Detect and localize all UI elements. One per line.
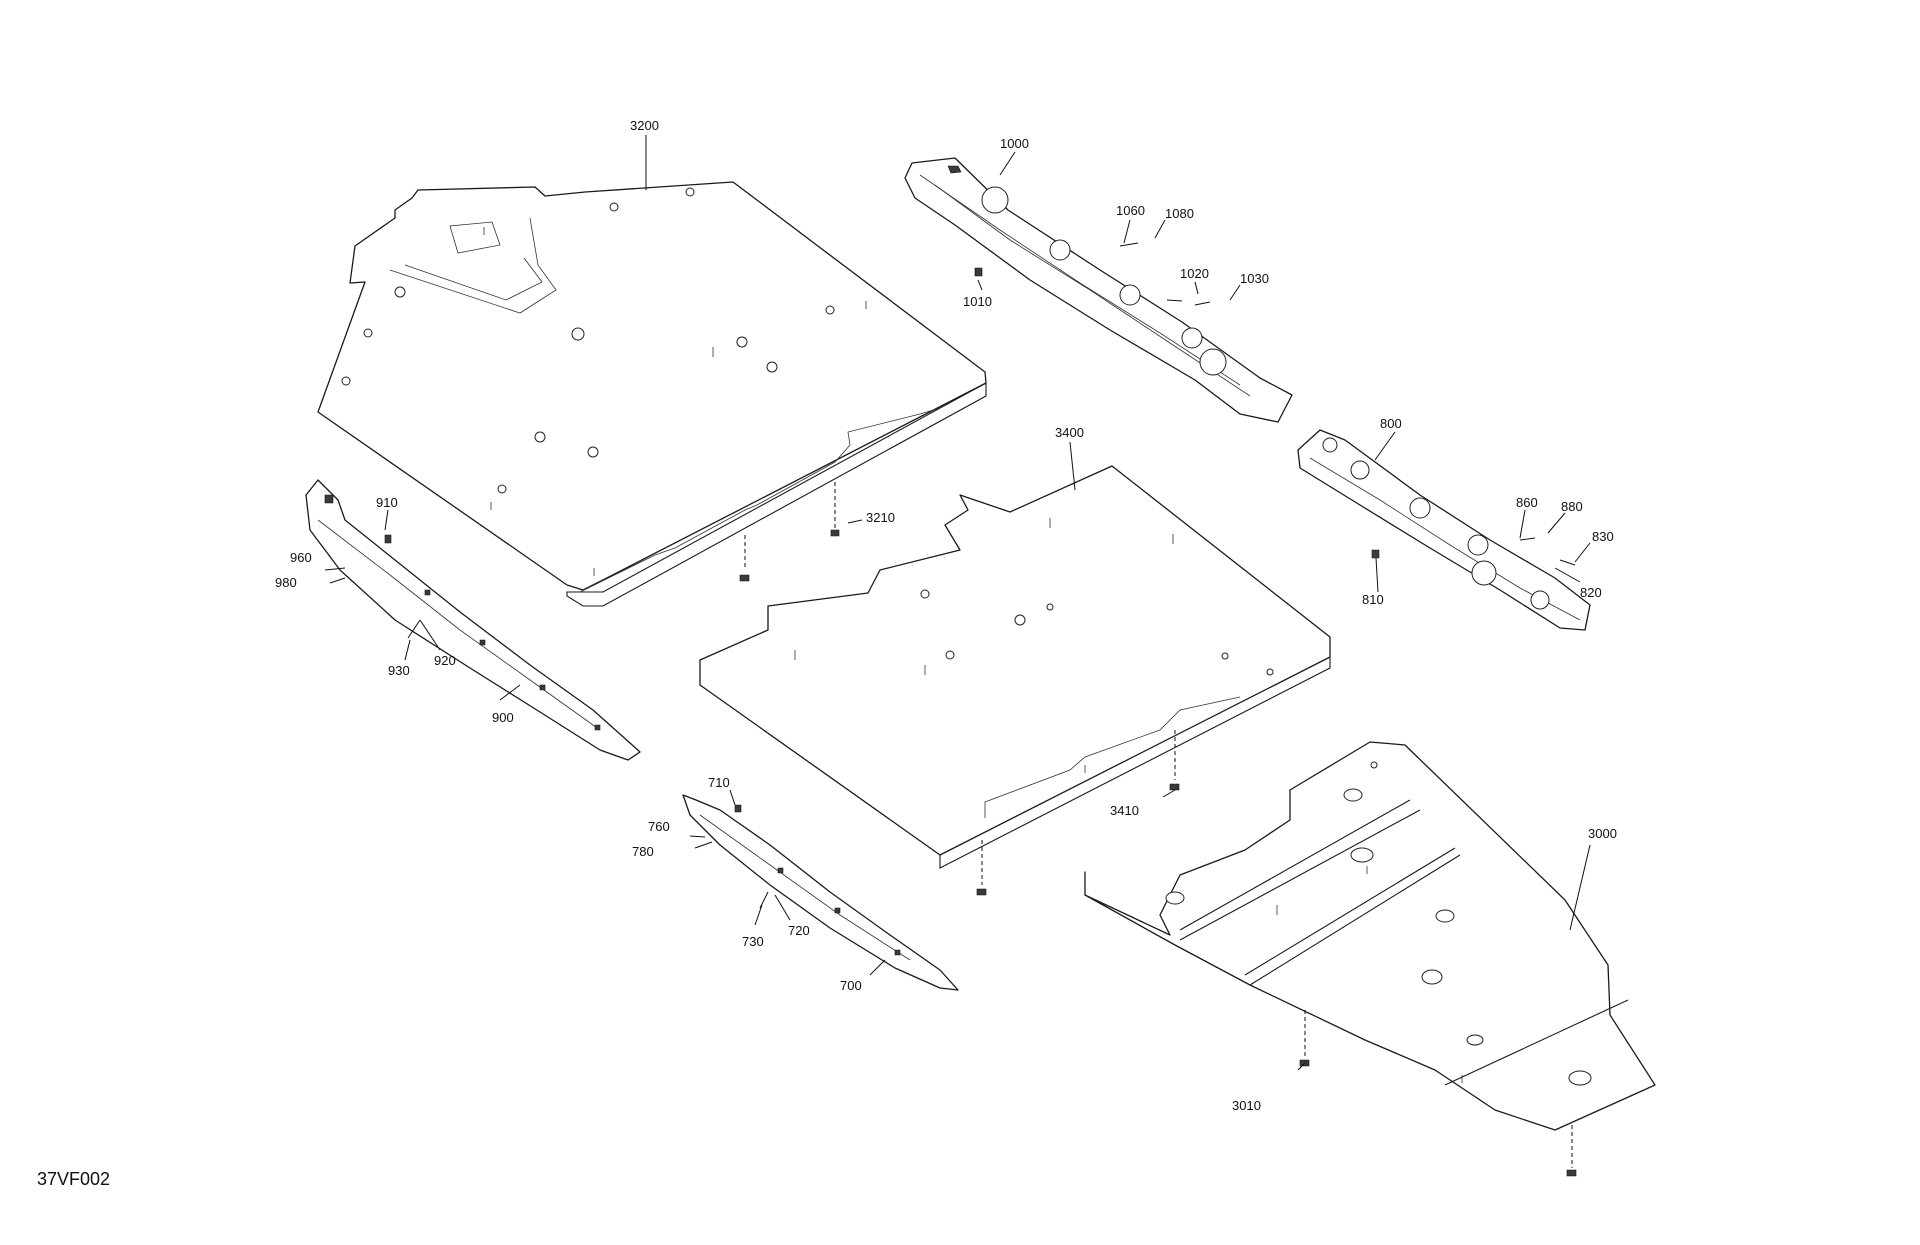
drawing-reference: 37VF002 <box>37 1169 110 1189</box>
label-980: 980 <box>275 575 297 590</box>
label-960: 960 <box>290 550 312 565</box>
panel-3400 <box>699 465 1331 869</box>
label-1060: 1060 <box>1116 203 1145 218</box>
label-720: 720 <box>788 923 810 938</box>
label-810: 810 <box>1362 592 1384 607</box>
label-3000: 3000 <box>1588 826 1617 841</box>
label-920: 920 <box>434 653 456 668</box>
label-800: 800 <box>1380 416 1402 431</box>
label-880: 880 <box>1561 499 1583 514</box>
label-3010: 3010 <box>1232 1098 1261 1113</box>
label-1080: 1080 <box>1165 206 1194 221</box>
panel-3200 <box>317 181 987 607</box>
label-760: 760 <box>648 819 670 834</box>
label-1000: 1000 <box>1000 136 1029 151</box>
label-780: 780 <box>632 844 654 859</box>
fastener-3410b <box>976 888 987 896</box>
label-910: 910 <box>376 495 398 510</box>
label-930: 930 <box>388 663 410 678</box>
fastener-3410 <box>1169 783 1180 791</box>
label-700: 700 <box>840 978 862 993</box>
label-1030: 1030 <box>1240 271 1269 286</box>
panel-3000 <box>1084 741 1656 1131</box>
label-3210: 3210 <box>866 510 895 525</box>
label-860: 860 <box>1516 495 1538 510</box>
rail-1000 <box>904 157 1293 423</box>
label-1010: 1010 <box>963 294 992 309</box>
label-830: 830 <box>1592 529 1614 544</box>
label-3410: 3410 <box>1110 803 1139 818</box>
label-710: 710 <box>708 775 730 790</box>
rail-900 <box>305 479 641 761</box>
label-3400: 3400 <box>1055 425 1084 440</box>
label-900: 900 <box>492 710 514 725</box>
label-730: 730 <box>742 934 764 949</box>
label-3200: 3200 <box>630 118 659 133</box>
rail-800 <box>1297 429 1591 631</box>
label-820: 820 <box>1580 585 1602 600</box>
rail-700 <box>682 794 959 991</box>
fastener-3210b <box>739 574 750 582</box>
fastener-3010b <box>1566 1169 1577 1177</box>
fastener-3210 <box>830 529 840 537</box>
label-1020: 1020 <box>1180 266 1209 281</box>
